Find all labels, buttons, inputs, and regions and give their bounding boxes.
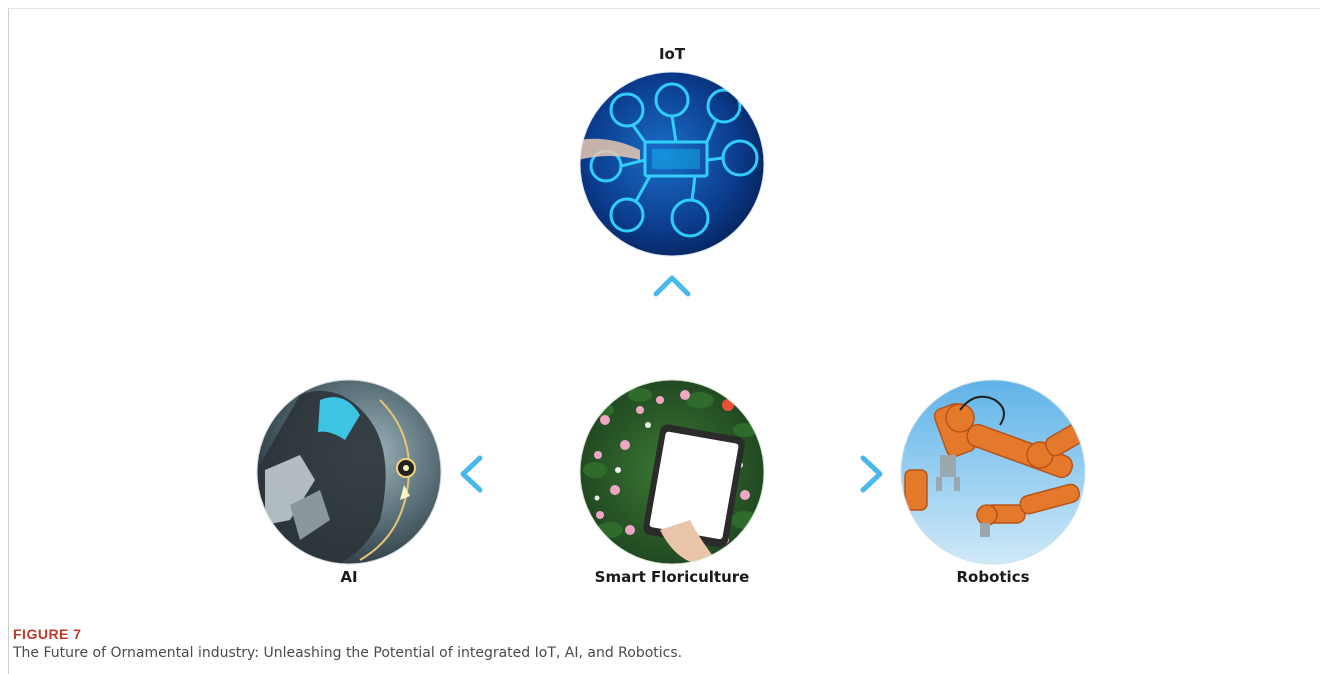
ai-circle [256, 379, 442, 565]
ai-label: AI [340, 568, 358, 586]
iot-image [580, 72, 764, 256]
arrow-to-iot [653, 275, 691, 368]
robotics-image [901, 380, 1085, 564]
ai-image [257, 380, 441, 564]
figure-caption: The Future of Ornamental industry: Unlea… [13, 645, 683, 661]
figure-frame [8, 8, 1320, 674]
robotics-circle [900, 379, 1086, 565]
iot-circle [579, 71, 765, 257]
smart-floriculture-image [580, 380, 764, 564]
smart-floriculture-label: Smart Floriculture [594, 568, 750, 586]
figure-number: FIGURE 7 [13, 626, 82, 642]
arrow-to-robotics [783, 455, 883, 493]
iot-label: IoT [658, 45, 686, 63]
arrow-to-ai [460, 455, 559, 493]
smart-floriculture-circle [579, 379, 765, 565]
robotics-label: Robotics [956, 568, 1030, 586]
